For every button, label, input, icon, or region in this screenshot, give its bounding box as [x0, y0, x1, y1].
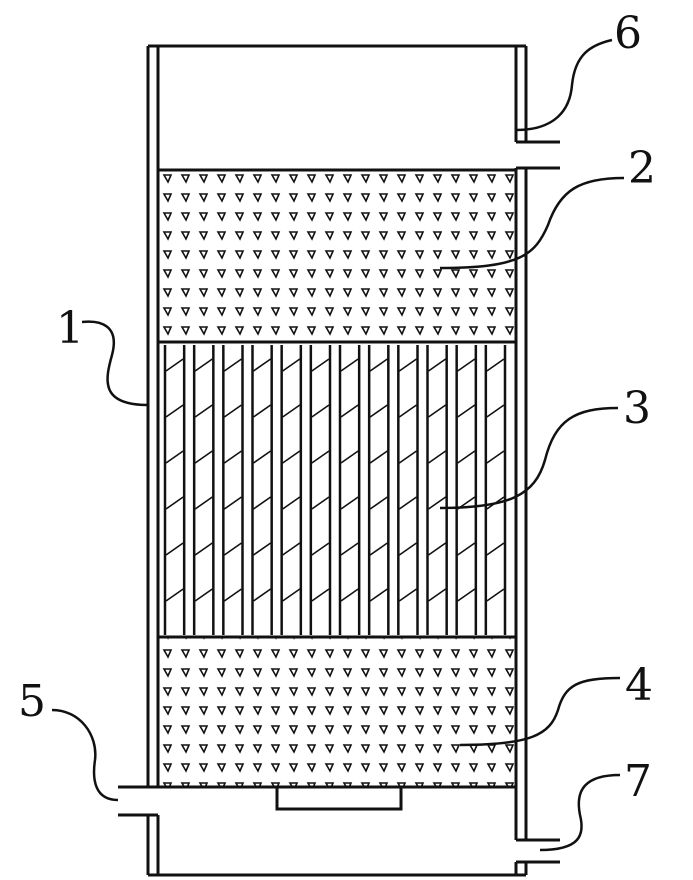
tube [222, 345, 244, 635]
tube-bundle [163, 345, 507, 635]
leader-line-4 [459, 676, 621, 747]
outlet-pipe-7 [516, 838, 560, 864]
tube [397, 345, 419, 635]
label-4: 4 [625, 660, 653, 711]
upper-packing-layer [158, 168, 516, 344]
lower-packing-layer [158, 635, 516, 789]
tube [163, 345, 186, 635]
label-3: 3 [623, 383, 651, 434]
leader-line-1 [81, 320, 149, 407]
tube [280, 345, 303, 635]
tube [309, 345, 332, 635]
tube [192, 345, 215, 635]
tube [426, 345, 448, 635]
label-5: 5 [18, 676, 46, 727]
leader-lines [51, 38, 625, 852]
label-7: 7 [624, 756, 652, 807]
tube [455, 345, 478, 635]
label-1: 1 [56, 303, 84, 354]
tube [338, 345, 361, 635]
outlet-pipe-6 [516, 140, 560, 170]
distributor-plate [275, 785, 403, 811]
label-2: 2 [628, 143, 656, 194]
inlet-pipe-5 [118, 785, 158, 817]
leader-line-5 [51, 708, 119, 802]
leader-line-2 [439, 176, 625, 270]
tube [484, 345, 507, 635]
tube [367, 345, 390, 635]
leader-line-7 [539, 773, 621, 852]
leader-line-6 [515, 38, 613, 132]
tube [251, 345, 273, 635]
label-6: 6 [614, 8, 642, 59]
leader-line-3 [439, 406, 619, 510]
